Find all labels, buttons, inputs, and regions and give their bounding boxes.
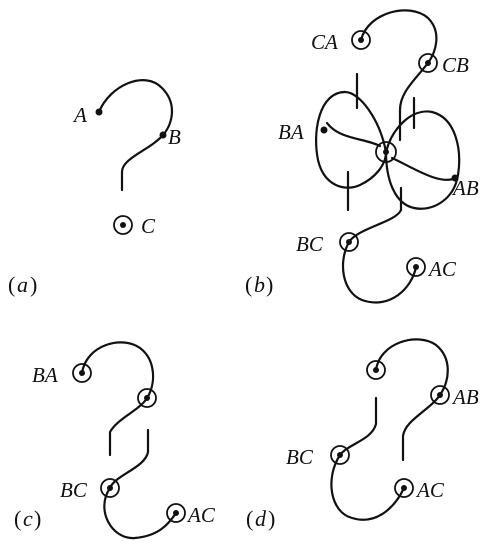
center-dot <box>383 149 389 155</box>
point-c-ring <box>113 215 133 235</box>
point-bc-dot <box>337 452 343 458</box>
panel-b-strand-1 <box>325 121 382 148</box>
panel-c-caption-close: ) <box>34 506 41 531</box>
panel-a-caption-close: ) <box>30 272 37 297</box>
point-bc-ring <box>330 445 350 465</box>
panel-d-caption-close: ) <box>268 506 275 531</box>
panel-a-stem <box>120 133 165 192</box>
panel-b-caption: b <box>254 272 265 297</box>
label-ba: BA <box>278 120 304 144</box>
point-top-ring <box>366 360 386 380</box>
label-cb: CB <box>442 53 469 77</box>
panel-d: AB BC AC ( d ) <box>246 338 479 531</box>
point-ac-dot <box>413 264 419 270</box>
panel-c-caption: c <box>23 506 33 531</box>
point-b <box>159 131 167 139</box>
panel-d-right-strand <box>401 393 442 462</box>
label-bc: BC <box>296 232 324 256</box>
point-cb-dot <box>425 60 431 66</box>
label-a: A <box>72 103 87 127</box>
point-mid-ring <box>137 388 157 408</box>
label-ac: AC <box>186 503 216 527</box>
label-ac: AC <box>415 478 445 502</box>
point-ca-ring <box>351 30 371 50</box>
panel-b-strand-2 <box>390 156 457 181</box>
label-ab: AB <box>451 385 479 409</box>
panel-b-caption-close: ) <box>266 272 273 297</box>
panel-b-lower-strand <box>347 208 403 244</box>
label-ba: BA <box>32 363 58 387</box>
label-b: B <box>168 125 181 149</box>
point-bc-dot <box>346 239 352 245</box>
point-ab-dot <box>437 392 443 398</box>
point-cb-ring <box>418 53 438 73</box>
label-bc: BC <box>286 445 314 469</box>
point-bc-dot <box>107 485 113 491</box>
panel-b: CA CB BA AB BC AC ( b ) <box>245 9 479 304</box>
panel-c-top-arc <box>80 341 155 400</box>
point-mid-dot <box>144 395 150 401</box>
panel-c-bottom-arc <box>103 486 178 540</box>
point-ca-dot <box>358 37 364 43</box>
label-ab: AB <box>451 176 479 200</box>
panel-c: BA BC AC ( c ) <box>14 341 216 540</box>
panel-d-cross-strand <box>338 422 378 457</box>
point-bc-ring <box>100 478 120 498</box>
panel-a-caption: a <box>17 272 28 297</box>
panel-a-arc <box>97 79 173 137</box>
point-a <box>95 108 103 116</box>
label-bc: BC <box>60 478 88 502</box>
point-ba <box>320 126 328 134</box>
label-c: C <box>141 214 156 238</box>
point-ac-ring <box>394 478 414 498</box>
panel-d-caption: d <box>255 506 267 531</box>
point-ba-dot <box>79 370 85 376</box>
point-top-dot <box>373 367 379 373</box>
panel-b-top-arc <box>359 9 438 65</box>
point-c-dot <box>120 222 126 228</box>
center-ring <box>375 141 397 163</box>
point-ac-dot <box>401 485 407 491</box>
panel-c-cross-strand <box>108 450 150 490</box>
panel-d-caption-open: ( <box>246 506 253 531</box>
point-ac-ring <box>406 257 426 277</box>
panel-d-top-arc <box>374 338 449 397</box>
panel-b-caption-open: ( <box>245 272 252 297</box>
panel-a: A B C ( a ) <box>8 79 181 297</box>
point-ab <box>451 174 459 182</box>
point-ba-ring <box>72 363 92 383</box>
point-ab-ring <box>430 385 450 405</box>
panel-c-caption-open: ( <box>14 506 21 531</box>
panel-b-bottom-arc <box>341 240 418 304</box>
panel-b-left-lobe <box>315 90 388 189</box>
point-ac-ring <box>166 503 186 523</box>
panel-c-mid-strand <box>108 396 149 457</box>
label-ac: AC <box>427 257 457 281</box>
point-bc-ring <box>339 232 359 252</box>
panel-a-caption-open: ( <box>8 272 15 297</box>
panel-d-bottom-arc <box>330 453 406 521</box>
point-ac-dot <box>173 510 179 516</box>
panel-b-top-descend <box>398 61 430 142</box>
label-ca: CA <box>311 30 338 54</box>
